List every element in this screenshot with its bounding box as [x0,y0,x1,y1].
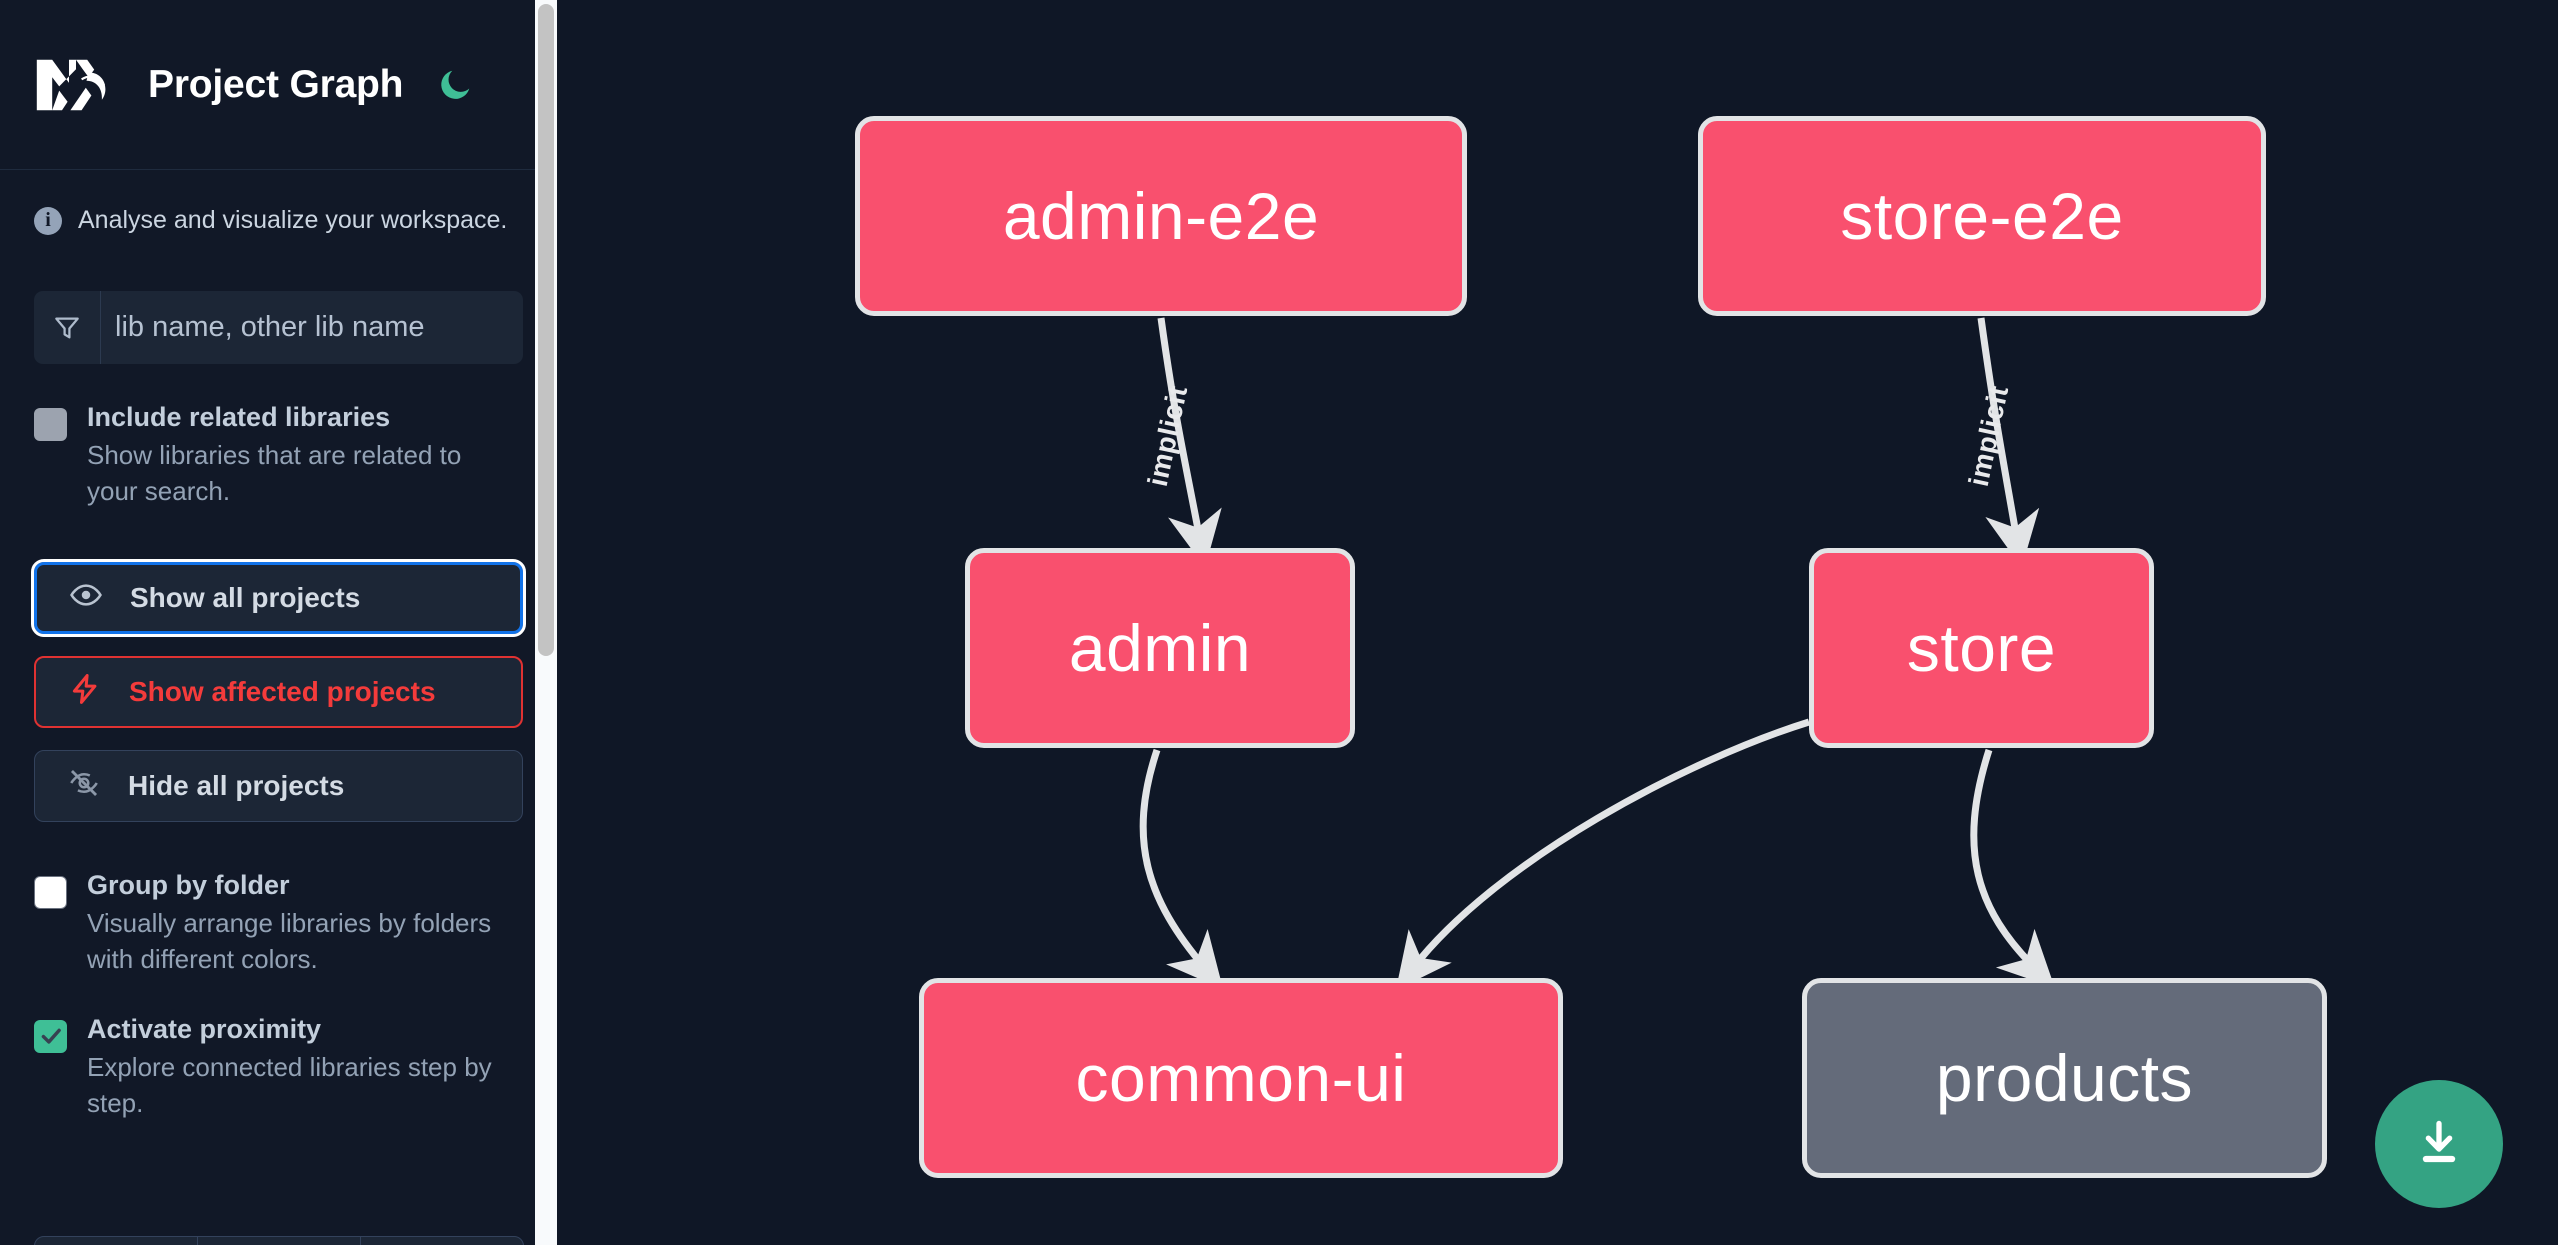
activate-proximity-checkbox[interactable] [34,1019,67,1053]
show-affected-projects-button[interactable]: Show affected projects [34,655,523,728]
sidebar-body: i Analyse and visualize your workspace. [0,206,557,1121]
edge-store-to-products [1970,748,2055,988]
download-image-button[interactable] [2375,1080,2503,1208]
graph-node-products[interactable]: products [1802,978,2327,1178]
group-by-folder-checkbox[interactable] [34,875,67,909]
show-all-projects-label: Show all projects [130,581,361,613]
checkbox-row-activate-proximity[interactable]: Activate proximity Explore connected lib… [34,1014,523,1122]
info-icon: i [34,206,62,235]
proximity-step-increase[interactable] [361,1237,523,1245]
filter-icon [34,291,101,364]
edge-admin-to-common-ui [1139,748,1224,990]
hide-all-projects-button[interactable]: Hide all projects [34,749,523,822]
graph-node-common-ui[interactable]: common-ui [919,978,1563,1178]
checkbox-row-include-related-libraries[interactable]: Include related libraries Show libraries… [34,402,523,510]
sidebar: Project Graph i Analyse and visualize yo… [0,0,557,1245]
graph-node-store-e2e[interactable]: store-e2e [1698,116,2266,316]
page-title: Project Graph [148,62,404,106]
hide-all-projects-label: Hide all projects [128,769,345,801]
search-input[interactable] [101,291,523,364]
show-all-projects-button[interactable]: Show all projects [31,558,526,637]
eye-icon [69,578,103,617]
sidebar-header: Project Graph [0,0,557,170]
graph-node-admin[interactable]: admin [965,548,1355,748]
show-affected-projects-label: Show affected projects [129,675,436,707]
group-by-folder-label: Group by folder [87,869,290,900]
sidebar-scrollbar[interactable] [535,0,557,1245]
eye-off-icon [67,766,101,805]
nx-logo-icon [34,54,118,116]
activate-proximity-description: Explore connected libraries step by step… [87,1051,492,1118]
moon-icon[interactable] [433,63,477,107]
projects-button-group: Show all projects Show affected projects [31,558,526,822]
checkbox-row-group-by-folder[interactable]: Group by folder Visually arrange librari… [34,870,523,978]
workspace-info-text: Analyse and visualize your workspace. [78,206,508,234]
edge-admin-e2e-to-admin [1157,317,1222,568]
lightning-icon [68,672,102,711]
sidebar-scrollbar-thumb[interactable] [538,4,554,656]
activate-proximity-label: Activate proximity [87,1013,322,1044]
graph-node-store[interactable]: store [1809,548,2154,748]
include-related-libraries-label: Include related libraries [87,402,391,432]
proximity-step-value[interactable] [198,1237,361,1245]
edge-store-e2e-to-store [1977,317,2040,568]
check-icon [41,1028,61,1044]
proximity-step-button-group[interactable] [34,1236,524,1245]
search-box[interactable] [34,291,523,364]
include-related-libraries-checkbox[interactable] [34,408,67,441]
group-by-folder-description: Visually arrange libraries by folders wi… [87,907,492,974]
download-icon [2422,1120,2456,1163]
proximity-step-decrease[interactable] [35,1237,198,1245]
edge-store-to-common-ui [1395,718,1811,991]
include-related-libraries-description: Show libraries that are related to your … [87,440,462,506]
graph-canvas[interactable]: implicit implicit admin-e2e store-e2e ad… [557,0,2558,1245]
graph-edges [1139,317,2055,991]
workspace-info: i Analyse and visualize your workspace. [34,206,523,235]
graph-node-admin-e2e[interactable]: admin-e2e [855,116,1467,316]
